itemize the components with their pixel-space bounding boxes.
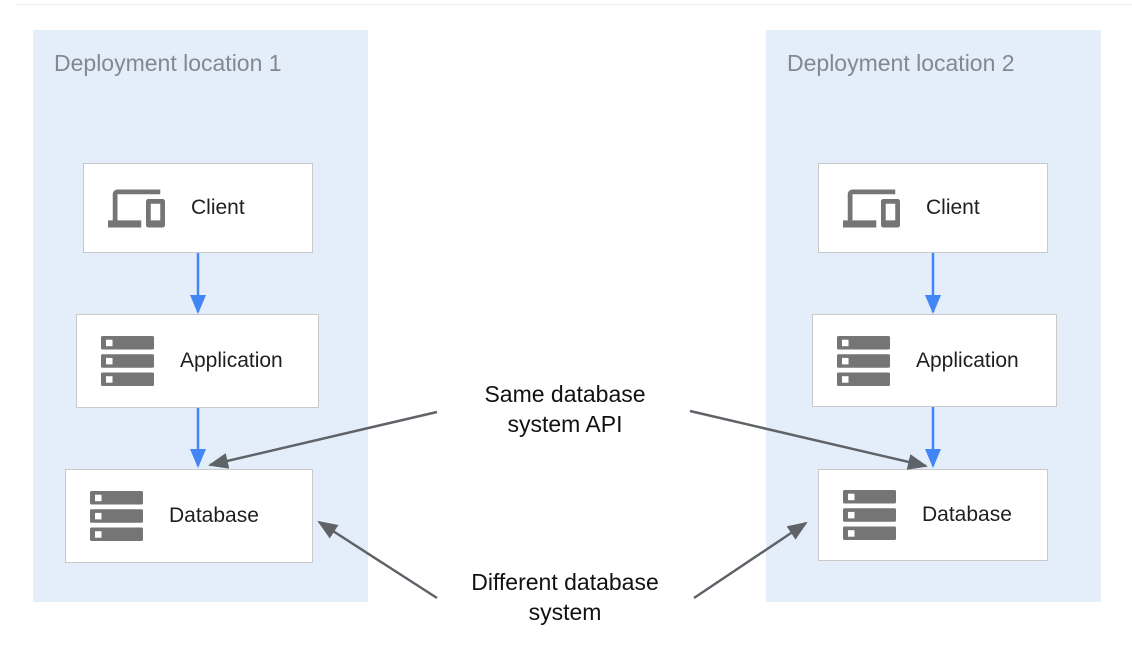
client-node-left: Client — [83, 163, 313, 253]
storage-icon — [837, 335, 890, 386]
annotation-line: Different database — [471, 569, 659, 595]
storage-icon — [101, 336, 154, 386]
devices-icon — [108, 189, 165, 227]
panel-title: Deployment location 2 — [787, 50, 1015, 76]
storage-icon — [90, 491, 143, 541]
node-label: Database — [169, 504, 259, 527]
node-label: Application — [180, 349, 283, 372]
database-node-right: Database — [818, 469, 1048, 561]
annotation-line: system — [528, 599, 602, 625]
database-node-left: Database — [65, 469, 313, 563]
panel-title: Deployment location 1 — [54, 50, 282, 76]
annotation-same-api: Same database system API — [433, 379, 697, 439]
node-label: Application — [916, 348, 1019, 372]
annotation-line: system API — [507, 411, 623, 437]
client-node-right: Client — [818, 163, 1048, 253]
storage-icon — [843, 490, 896, 540]
node-label: Client — [191, 196, 245, 219]
annotation-line: Same database — [484, 381, 646, 407]
node-label: Client — [926, 196, 980, 219]
annotation-different-db: Different database system — [433, 567, 697, 627]
application-node-left: Application — [76, 314, 319, 408]
application-node-right: Application — [812, 314, 1057, 407]
node-label: Database — [922, 503, 1012, 526]
top-divider — [16, 4, 1132, 5]
devices-icon — [843, 189, 900, 227]
